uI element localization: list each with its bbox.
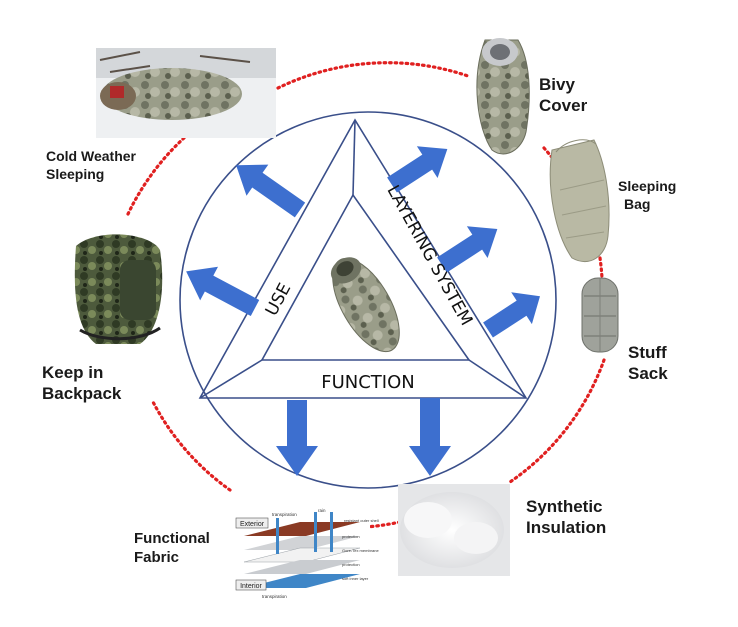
fabric-interior-label: Interior	[240, 583, 262, 590]
outer-circle	[179, 111, 557, 489]
fabric-layer-note-5: soft inner layer	[342, 576, 369, 581]
arrow-to-stuff-sack	[483, 292, 540, 338]
sleeping-bag-photo	[549, 139, 610, 263]
fabric-transpiration-top: transpiration	[272, 512, 297, 517]
fabric-layer-note-1: resistant outer shell	[344, 518, 379, 523]
stuff-sack-photo	[581, 277, 619, 353]
triangle-connectors	[199, 119, 527, 399]
arrow-to-bivy	[387, 146, 448, 193]
outer-triangle	[198, 118, 528, 399]
dotted-ring	[126, 61, 606, 529]
arrow-to-synthetic-insulation	[409, 398, 451, 476]
arrow-to-backpack	[186, 266, 260, 316]
label-function: FUNCTION	[321, 372, 415, 393]
fabric-transpiration-bottom: transpiration	[262, 594, 287, 599]
center-sleeping-bag-photo	[330, 257, 400, 353]
fabric-exterior-label: Exterior	[240, 521, 265, 528]
arrow-to-sleeping-bag	[437, 226, 498, 273]
arrow-to-functional-fabric	[276, 400, 318, 476]
synthetic-insulation-photo	[398, 484, 510, 576]
fabric-layer-note-3: Gore-Tex membrane	[342, 548, 379, 553]
fabric-layer-note-2: protection	[342, 534, 360, 539]
fabric-rain-label: rain	[318, 508, 326, 513]
arrows	[186, 146, 540, 476]
arrow-to-cold-weather	[236, 164, 306, 218]
functional-fabric-diagram: Exterior Interior transpiration transpir…	[230, 508, 379, 612]
cold-weather-photo	[96, 48, 276, 138]
fabric-layer-note-4: protection	[342, 562, 360, 567]
backpack-photo	[74, 234, 163, 344]
label-use: USE	[262, 280, 296, 319]
inner-triangle	[260, 193, 471, 361]
bivy-cover-photo	[476, 38, 530, 155]
